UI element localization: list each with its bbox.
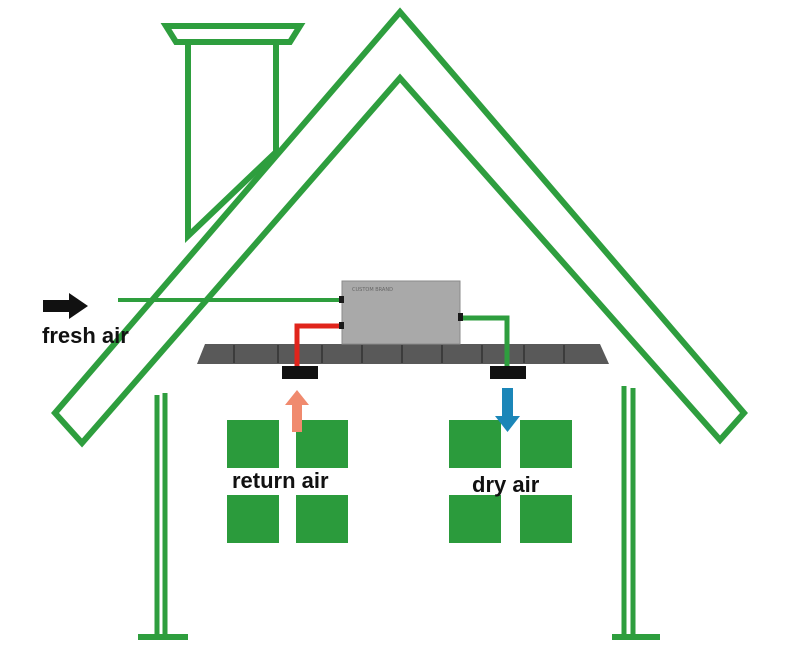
fresh-air-label: fresh air <box>42 323 129 348</box>
dry-air-label: dry air <box>472 472 540 497</box>
return-air-duct <box>294 323 343 368</box>
arrow-right-icon <box>43 293 88 319</box>
arrow-up-icon <box>285 390 309 432</box>
dry-air-duct <box>460 315 510 368</box>
return-air-vent <box>282 366 318 379</box>
dry-air-window <box>449 420 572 543</box>
ceiling-panel <box>197 344 609 364</box>
chimney <box>160 23 306 244</box>
unit-brand-text: CUSTOM BRAND <box>352 287 393 293</box>
dehumidifier-unit: CUSTOM BRAND <box>339 280 463 345</box>
return-air-label: return air <box>232 468 329 493</box>
arrow-down-icon <box>495 388 520 432</box>
return-air-window <box>227 420 348 543</box>
roof <box>51 7 748 448</box>
walls <box>138 386 660 640</box>
dry-air-vent <box>490 366 526 379</box>
